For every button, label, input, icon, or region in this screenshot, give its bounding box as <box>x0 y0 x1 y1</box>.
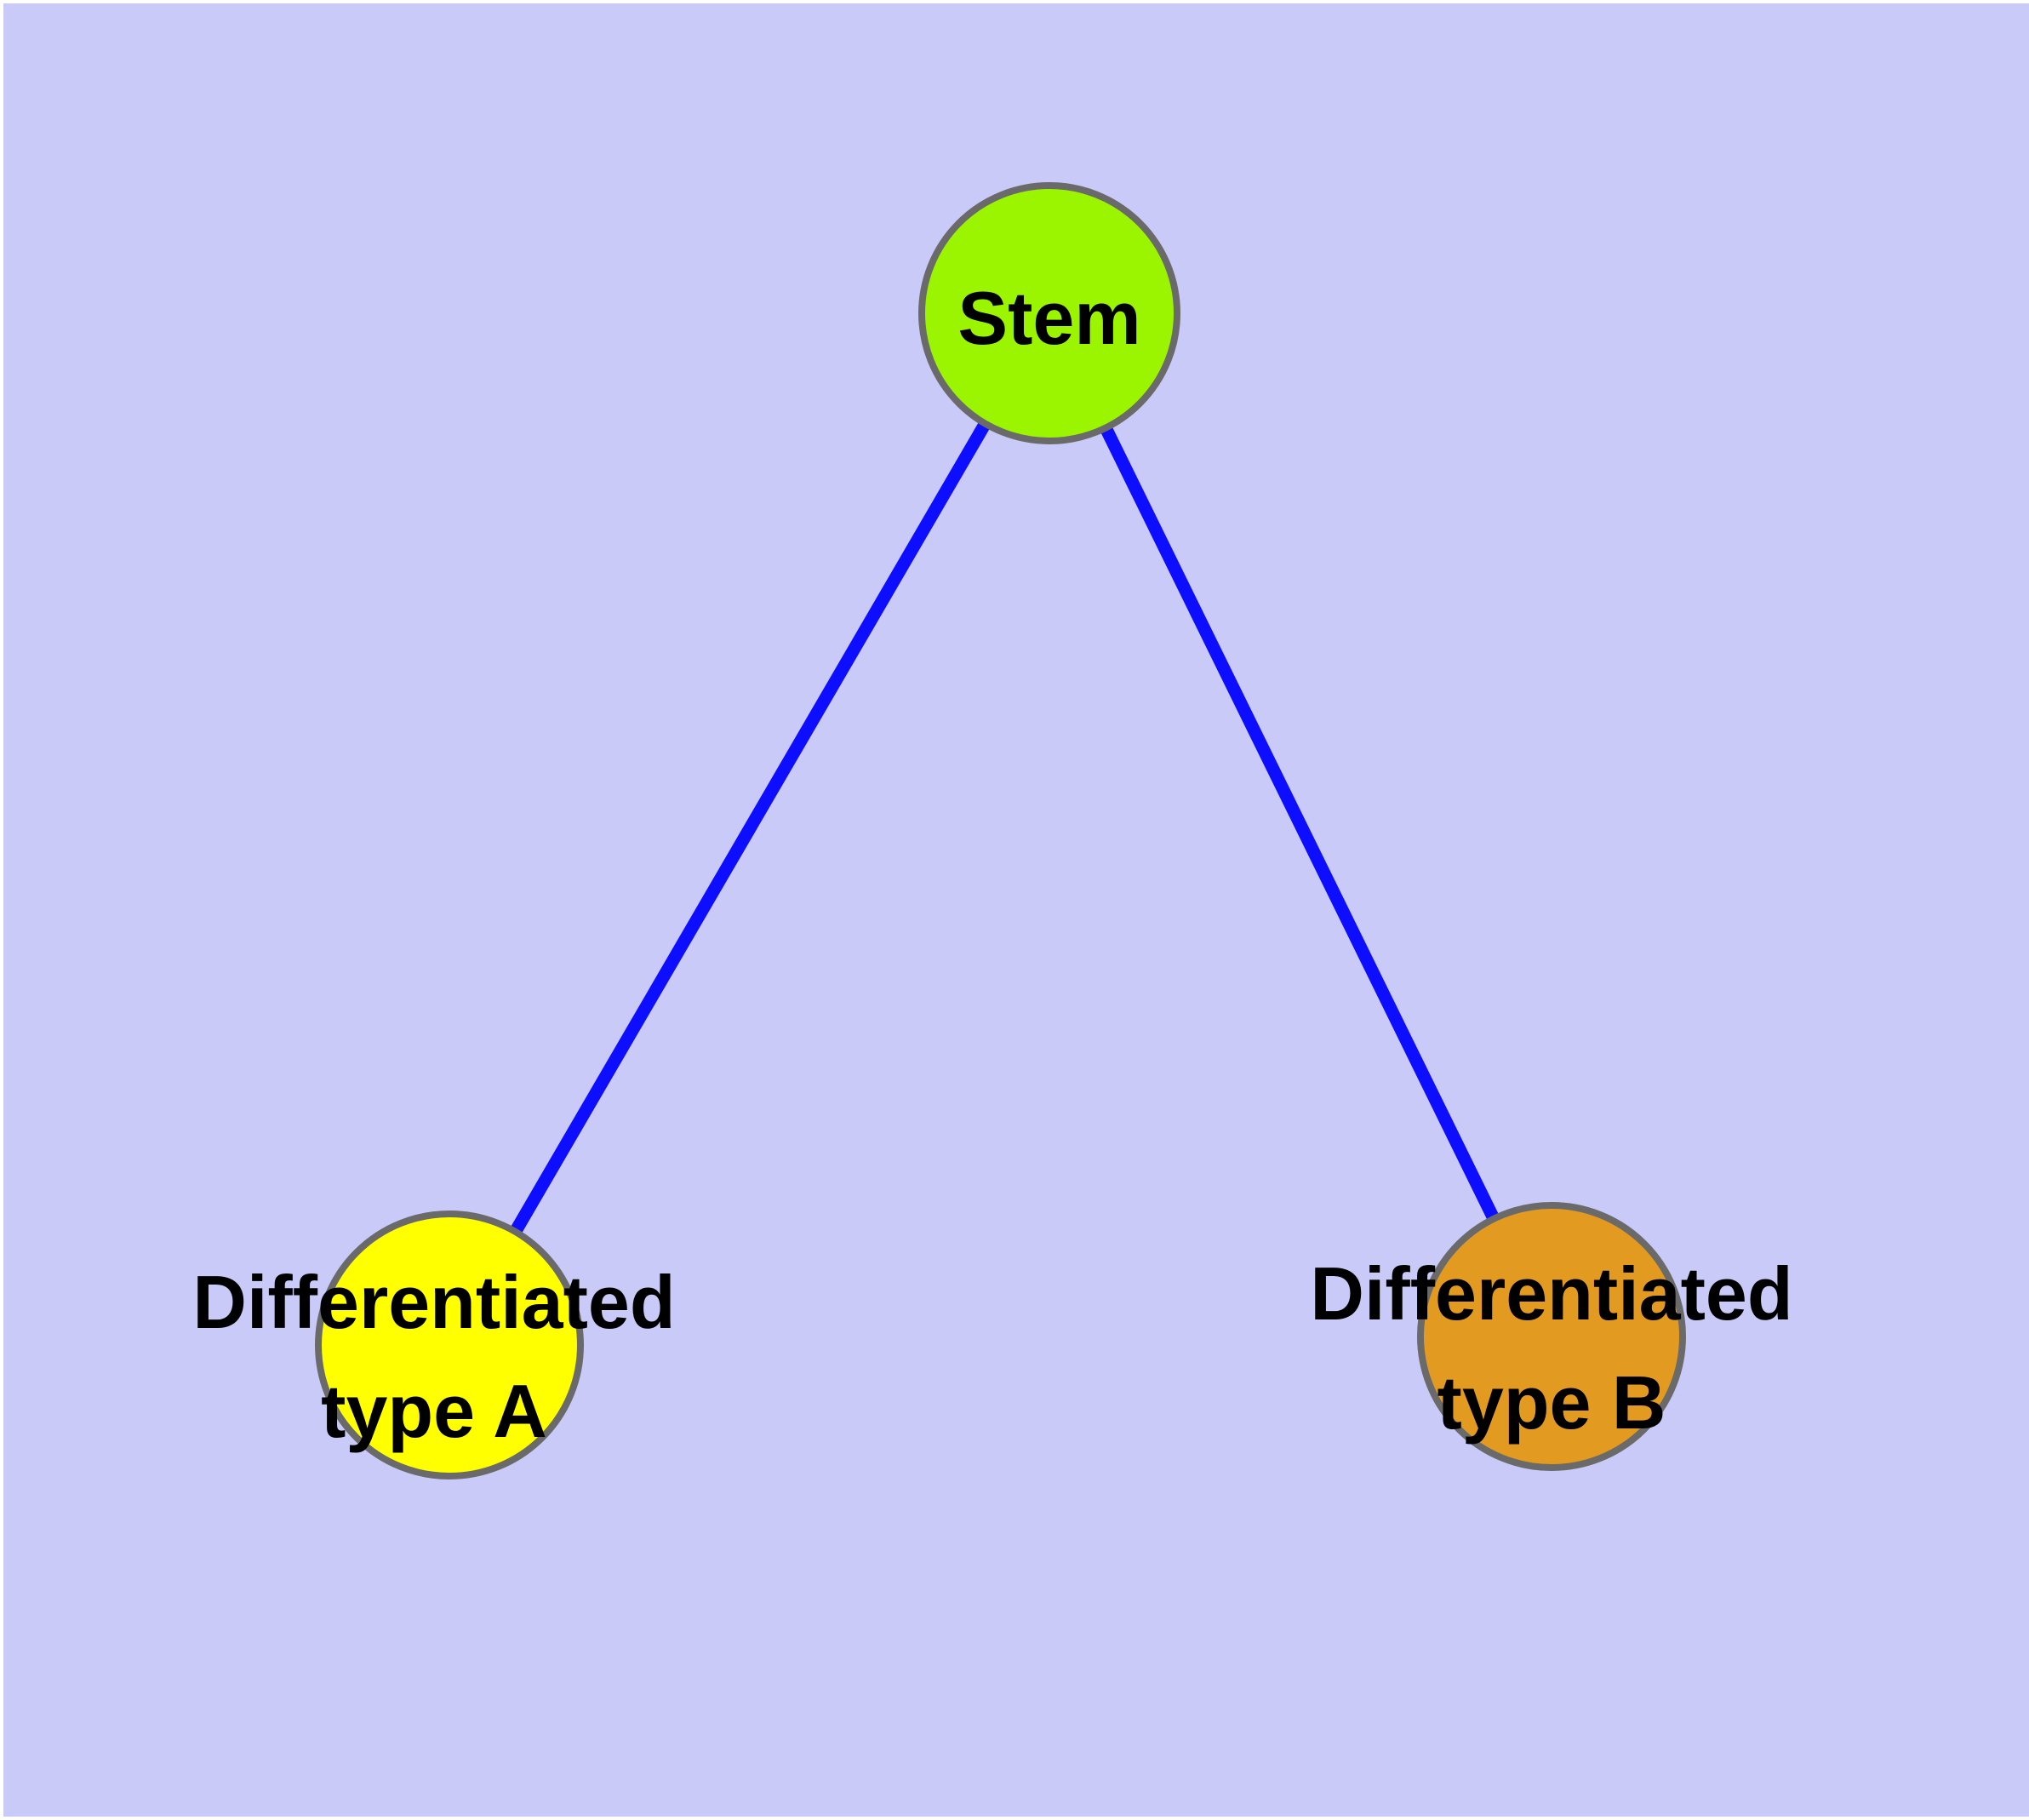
label-group: Stem Differentiated type A Differentiate… <box>192 276 1792 1453</box>
type-b-node-circle <box>1417 1202 1686 1471</box>
edge-stem-to-type-a <box>443 310 1055 1348</box>
node-group <box>315 182 1686 1479</box>
type-a-node-label-line2: type A <box>321 1369 547 1453</box>
edge-group <box>443 310 1557 1348</box>
type-b-node-label-line1: Differentiated <box>1310 1251 1792 1336</box>
stem-node-label: Stem <box>957 276 1140 360</box>
type-a-node-label-line1: Differentiated <box>192 1260 675 1344</box>
type-a-node-circle <box>315 1210 584 1479</box>
type-b-node-label-line2: type B <box>1437 1360 1666 1445</box>
edge-stem-to-type-b <box>1043 310 1557 1340</box>
stem-node-circle <box>918 182 1180 444</box>
